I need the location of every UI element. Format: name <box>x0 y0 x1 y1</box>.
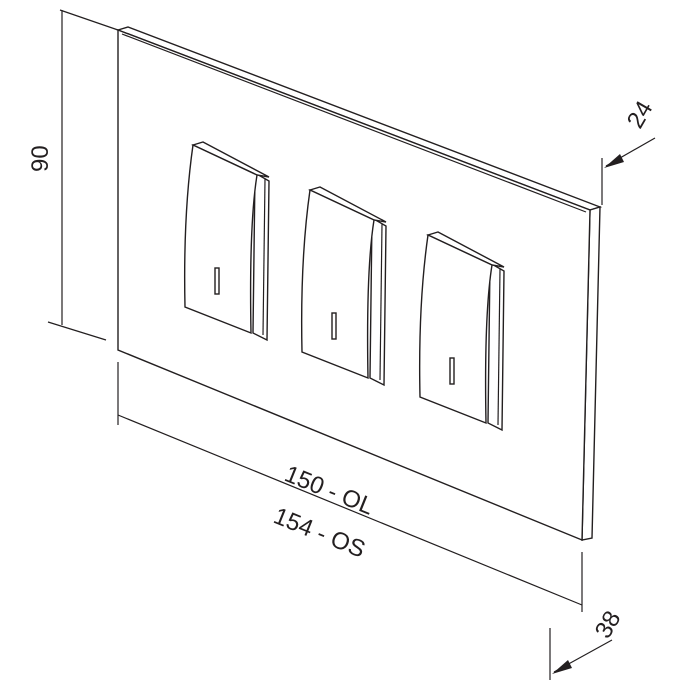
indicator-light <box>214 267 220 295</box>
depth-bottom-dimension: 38 <box>549 606 627 680</box>
height-label: 90 <box>27 145 54 172</box>
height-dimension: 90 <box>27 9 119 341</box>
depth-bottom-label: 38 <box>590 606 627 643</box>
indicator-light <box>331 312 337 340</box>
rocker-switch-1 <box>183 141 270 342</box>
rocker-switch-2 <box>300 186 387 387</box>
depth-top-dimension: 24 <box>601 96 659 205</box>
switches <box>183 141 505 432</box>
indicator-light <box>449 357 455 385</box>
plate-bevel <box>121 33 587 213</box>
depth-top-label: 24 <box>622 96 659 133</box>
rocker-switch-3 <box>418 231 505 432</box>
